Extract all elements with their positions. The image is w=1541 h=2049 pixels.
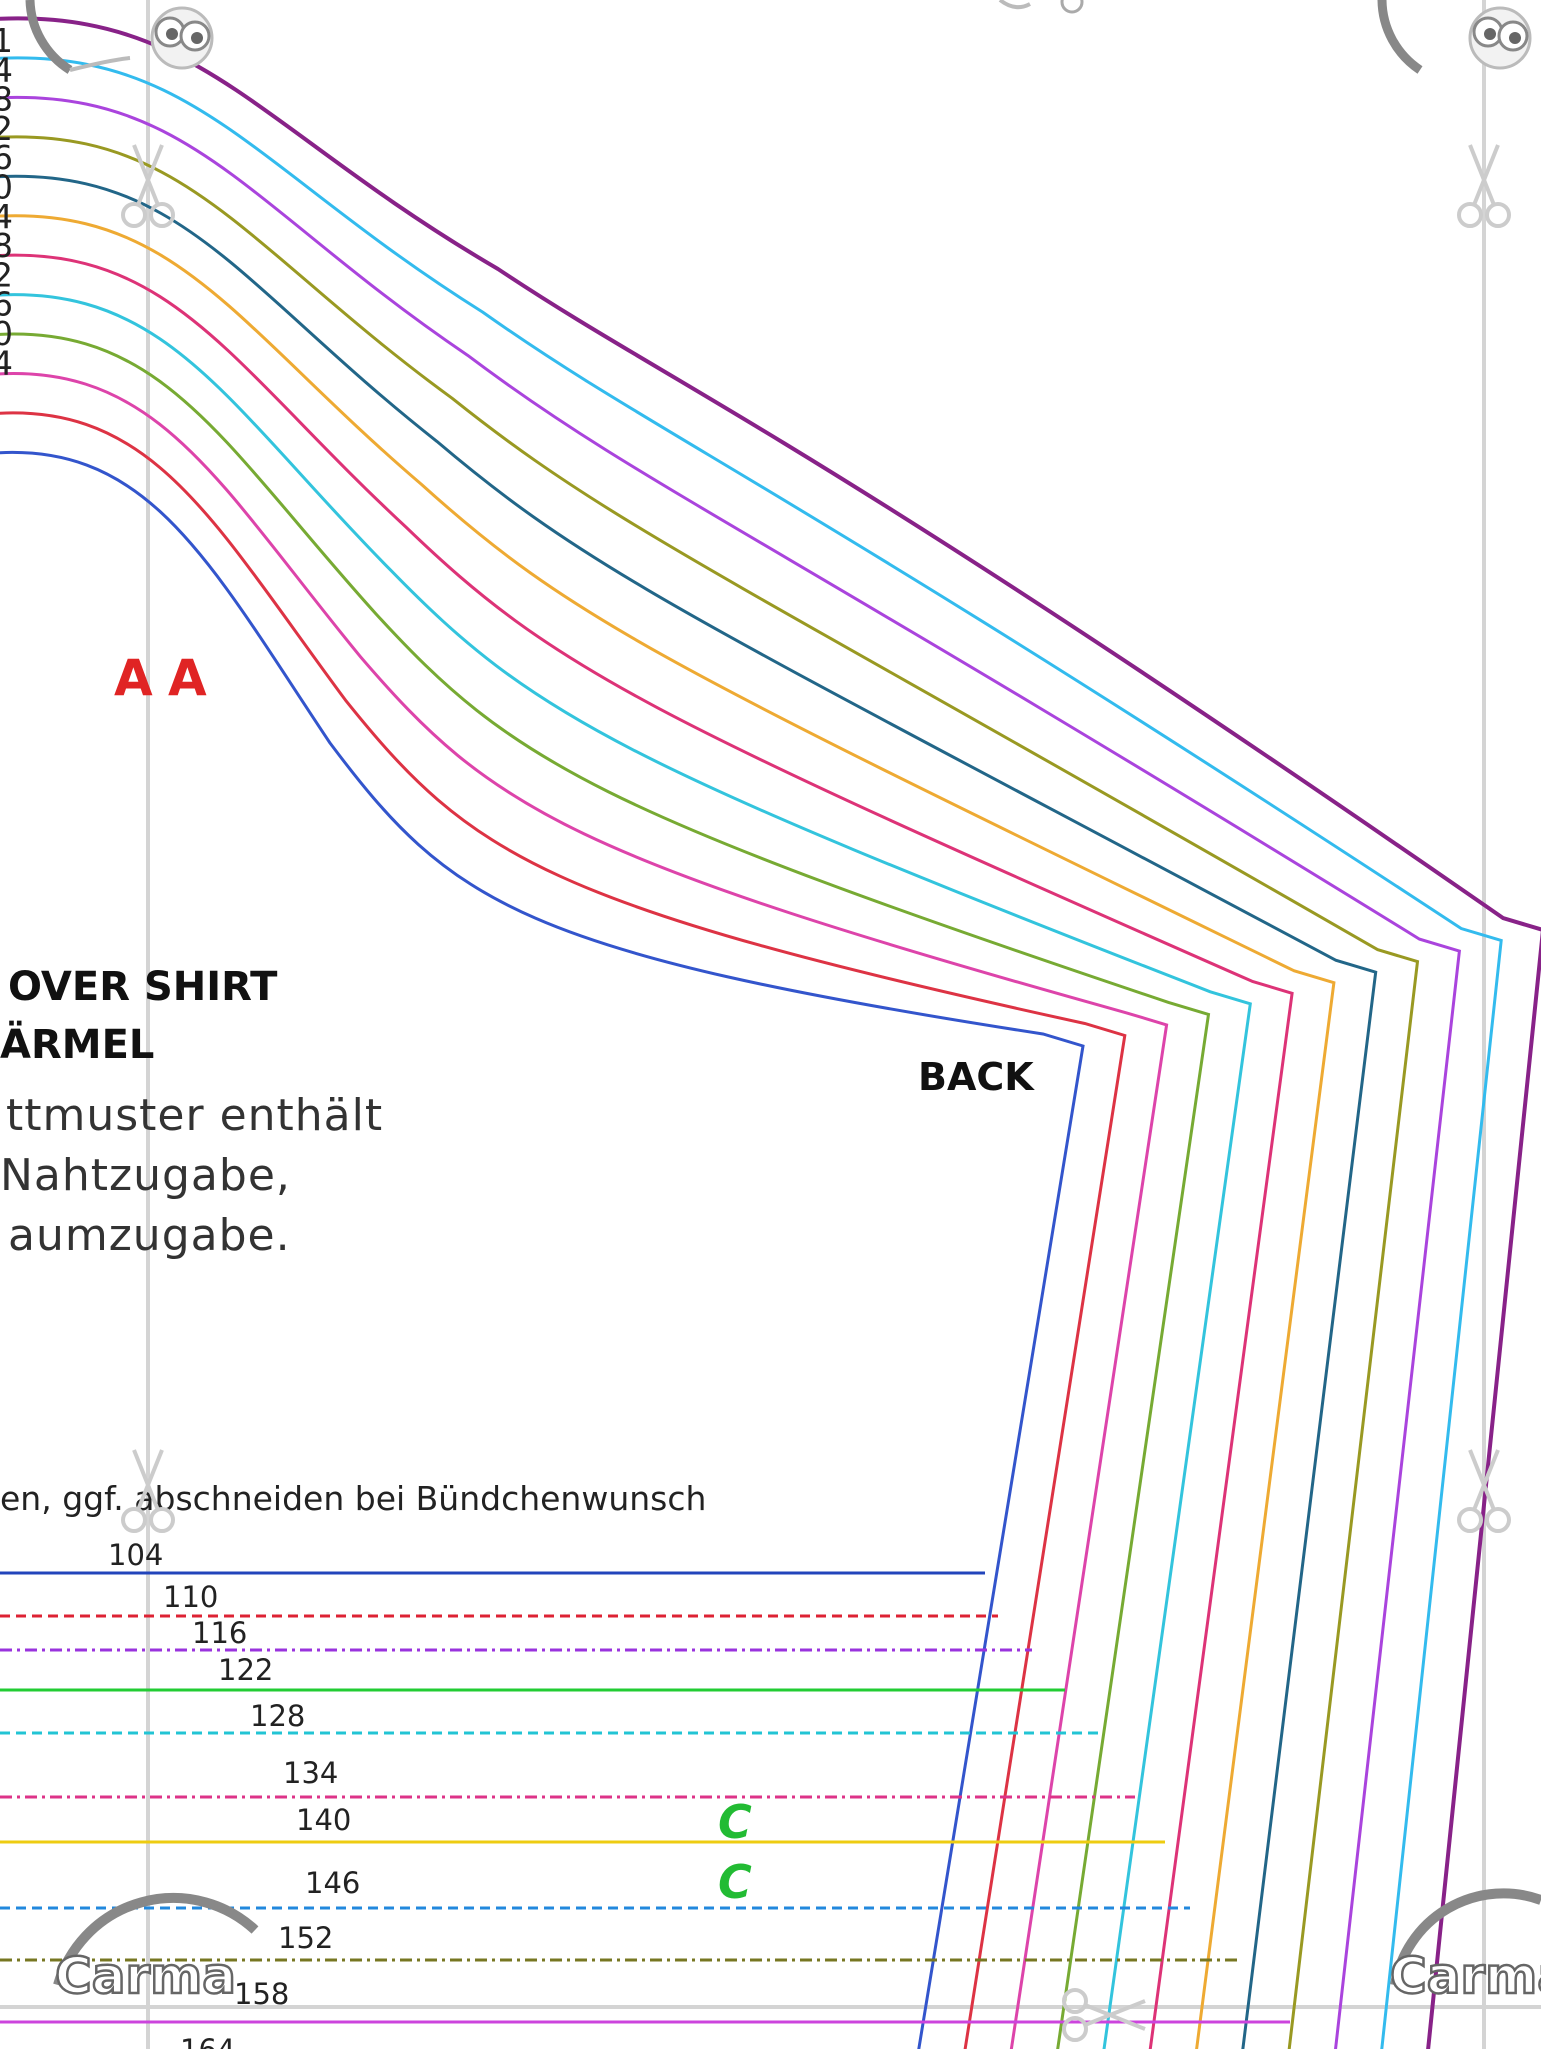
edge-size-label: 0 [0, 168, 13, 207]
scissors-icon [121, 1449, 175, 1533]
sleeve-size-outlines [0, 16, 1541, 2049]
description-line-3: aumzugabe. [8, 1210, 291, 1261]
hem-size-label-152: 152 [278, 1921, 333, 1955]
marker-a-2: A [168, 649, 207, 707]
bird-logo-icon [998, 0, 1084, 14]
edge-size-label: 2 [0, 109, 13, 148]
edge-size-label: 8 [0, 80, 13, 119]
sleeve-outline-size-7 [0, 214, 1336, 2049]
pattern-title: OVER SHIRT [8, 964, 278, 1010]
brand-logo-left: Carma [53, 1892, 259, 2006]
hem-size-label-140: 140 [296, 1803, 351, 1837]
brand-logo-right: Carma [1389, 1888, 1541, 2006]
hem-size-label-116: 116 [192, 1616, 247, 1650]
bird-logo-icon [25, 0, 214, 74]
marker-c-1: C [718, 1795, 752, 1849]
edge-size-label: 6 [0, 285, 13, 324]
edge-size-label: 6 [0, 138, 13, 177]
sleeve-outline-size-3 [0, 372, 1169, 2049]
sleeve-outline-size-11 [0, 56, 1503, 2049]
edge-size-label: 4 [0, 343, 13, 382]
scissors-icon [1062, 1988, 1146, 2042]
hem-note: en, ggf. abschneiden bei Bündchenwunsch [0, 1479, 706, 1518]
description-line-1: ttmuster enthält [6, 1090, 383, 1141]
hem-size-label-134: 134 [283, 1756, 338, 1790]
hem-size-label-158: 158 [234, 1977, 289, 2011]
bird-logo-icon [1377, 0, 1532, 74]
edge-size-label: 0 [0, 314, 13, 353]
sleeve-outline-size-12 [0, 16, 1541, 2049]
hem-size-label-164: 164 [180, 2033, 235, 2049]
sleeve-outline-size-5 [0, 293, 1252, 2049]
description-line-2: Nahtzugabe, [0, 1150, 291, 1201]
marker-c-2: C [718, 1855, 752, 1909]
brand-text: Carma [1390, 1947, 1541, 2005]
sleeve-outline-size-1 [0, 450, 1085, 2049]
edge-size-label: 8 [0, 226, 13, 265]
scissors-icon [121, 144, 175, 228]
hem-size-label-146: 146 [305, 1866, 360, 1900]
sleeve-outline-size-2 [0, 411, 1127, 2049]
hem-size-label-110: 110 [163, 1580, 218, 1614]
marker-a-1: A [114, 649, 153, 707]
pattern-piece-name: ÄRMEL [0, 1020, 154, 1068]
back-label: BACK [918, 1055, 1035, 1099]
hem-size-label-128: 128 [250, 1699, 305, 1733]
hem-size-label-104: 104 [108, 1538, 163, 1572]
edge-size-label: 1 [0, 21, 13, 60]
hem-size-label-122: 122 [218, 1653, 273, 1687]
sleeve-outline-size-10 [0, 95, 1462, 2049]
sleeve-outline-size-6 [0, 253, 1294, 2049]
edge-size-label: 4 [0, 197, 13, 236]
edge-size-label: 4 [0, 50, 13, 89]
edge-size-label: 2 [0, 255, 13, 294]
brand-text: Carma [55, 1947, 236, 2005]
scissors-icon [1457, 1449, 1511, 1533]
sleeve-outline-size-9 [0, 135, 1420, 2049]
sleeve-outline-size-4 [0, 332, 1211, 2049]
scissors-icon [1457, 144, 1511, 228]
